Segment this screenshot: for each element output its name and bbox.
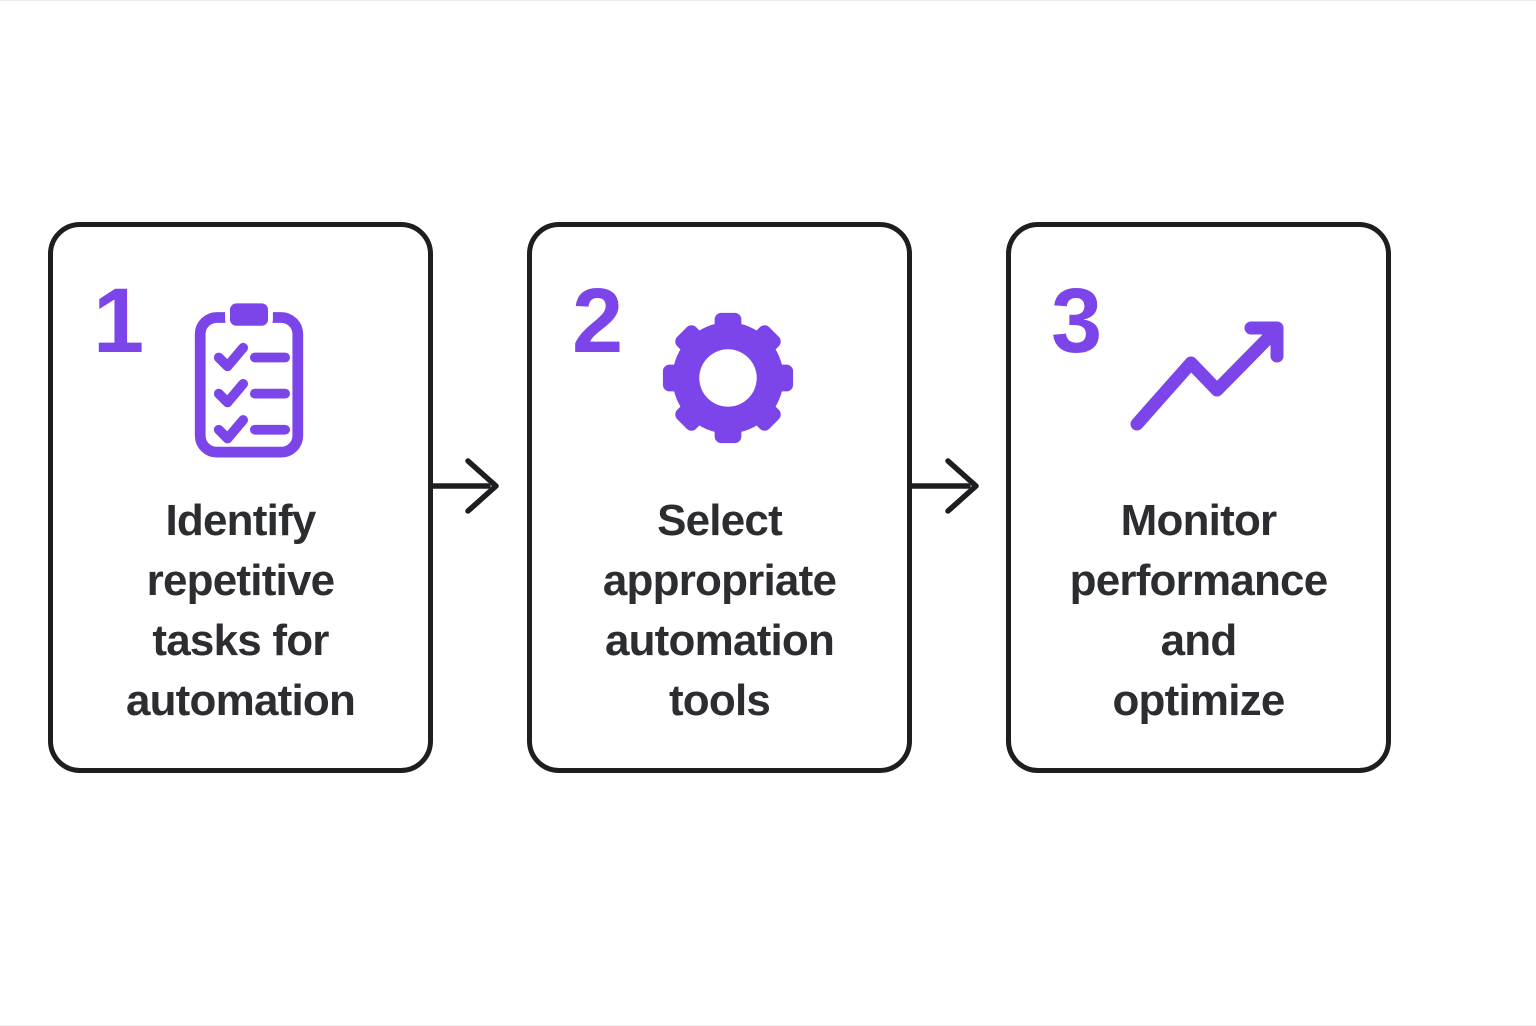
step-title: Select appropriate automation tools bbox=[540, 491, 899, 731]
step-title-line: optimize bbox=[1112, 676, 1285, 725]
step-title-line: Identify bbox=[165, 496, 316, 545]
gear-icon bbox=[662, 312, 793, 444]
step-title: Monitor performance and optimize bbox=[1019, 491, 1378, 731]
step-title-line: tools bbox=[668, 676, 771, 725]
step-title-line: automation bbox=[125, 676, 356, 725]
step-number: 2 bbox=[572, 270, 623, 372]
step-title-line: Monitor bbox=[1120, 496, 1277, 545]
step-card-1: 1 Identify repetitive tasks for automati… bbox=[48, 222, 433, 773]
step-card-2: 2 Select appropriate automation tools bbox=[527, 222, 912, 773]
step-title-line: and bbox=[1160, 616, 1238, 665]
checklist-clipboard-icon bbox=[194, 298, 303, 458]
step-number: 1 bbox=[93, 270, 144, 372]
step-title-line: repetitive bbox=[146, 556, 335, 605]
step-number: 3 bbox=[1051, 270, 1102, 372]
step-title-line: performance bbox=[1069, 556, 1329, 605]
step-card-3: 3 Monitor performance and optimize bbox=[1006, 222, 1391, 773]
step-title-line: appropriate bbox=[602, 556, 837, 605]
step-title-line: automation bbox=[604, 616, 835, 665]
step-title: Identify repetitive tasks for automation bbox=[61, 491, 420, 731]
step-title-line: tasks for bbox=[152, 616, 329, 665]
trending-up-icon bbox=[1130, 321, 1283, 431]
arrow-right-icon bbox=[910, 458, 979, 514]
arrow-right-icon bbox=[430, 458, 499, 514]
step-title-line: Select bbox=[657, 496, 783, 545]
